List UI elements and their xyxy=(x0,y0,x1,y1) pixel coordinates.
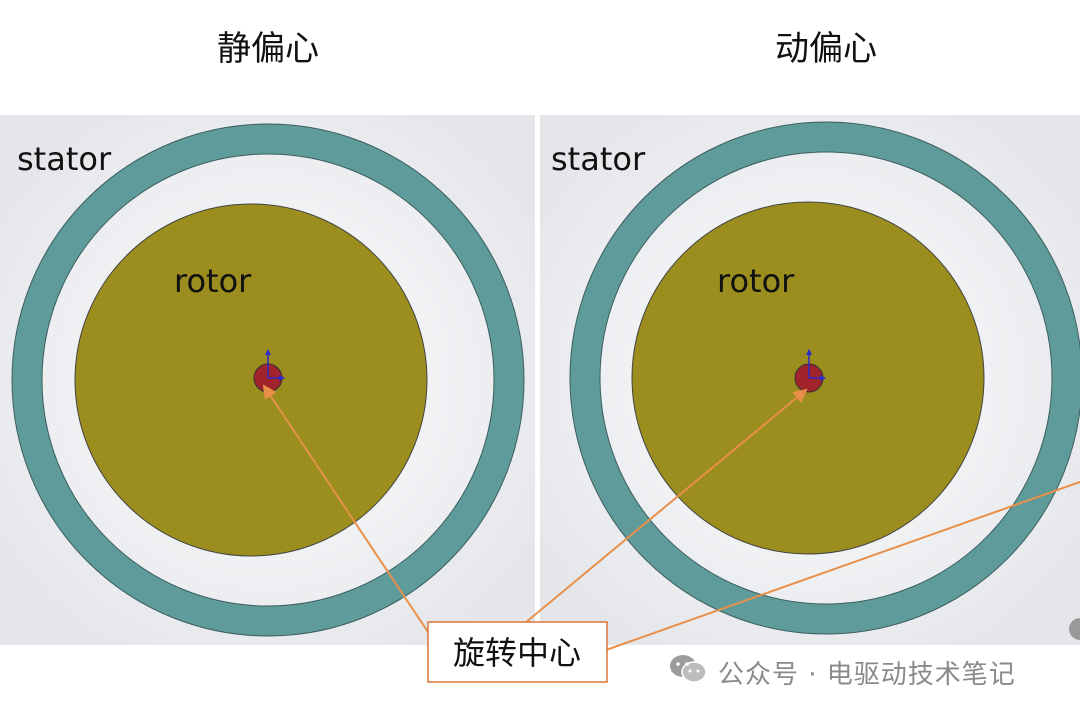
panel-static: stator rotor xyxy=(0,115,535,645)
panel-dynamic: stator rotor xyxy=(540,115,1080,645)
title-dynamic-eccentricity: 动偏心 xyxy=(775,29,877,69)
wechat-icon xyxy=(668,653,708,692)
callout-line-to-static-center xyxy=(262,384,431,636)
callout-lines xyxy=(262,384,1080,651)
stator-ring-static xyxy=(12,124,524,636)
watermark-text: 公众号 · 电驱动技术笔记 xyxy=(718,659,1016,690)
rotor-label-static: rotor xyxy=(174,262,252,300)
stator-ring-dynamic-inner-edge xyxy=(599,151,1053,605)
watermark: 公众号 · 电驱动技术笔记 xyxy=(668,650,1016,694)
callout-box xyxy=(427,621,608,683)
stator-ring-static-outer-edge xyxy=(11,123,525,637)
stator-label-static: stator xyxy=(17,140,112,178)
rotor-label-dynamic: rotor xyxy=(717,262,795,300)
stator-ring-static-inner-edge xyxy=(41,153,495,607)
rotor-disk-static xyxy=(74,203,428,557)
stator-ring-dynamic-outer-edge xyxy=(569,121,1080,635)
stator-ring-dynamic xyxy=(570,122,1080,634)
stator-label-dynamic: stator xyxy=(551,140,646,178)
callout-line-to-right-edge xyxy=(605,481,1080,651)
rotation-center-callout: 旋转中心 xyxy=(427,621,608,683)
callout-line-to-dynamic-center xyxy=(518,388,808,629)
callout-label: 旋转中心 xyxy=(453,634,581,672)
title-static-eccentricity: 静偏心 xyxy=(217,29,319,69)
clipped-edge-marker xyxy=(1069,618,1080,640)
